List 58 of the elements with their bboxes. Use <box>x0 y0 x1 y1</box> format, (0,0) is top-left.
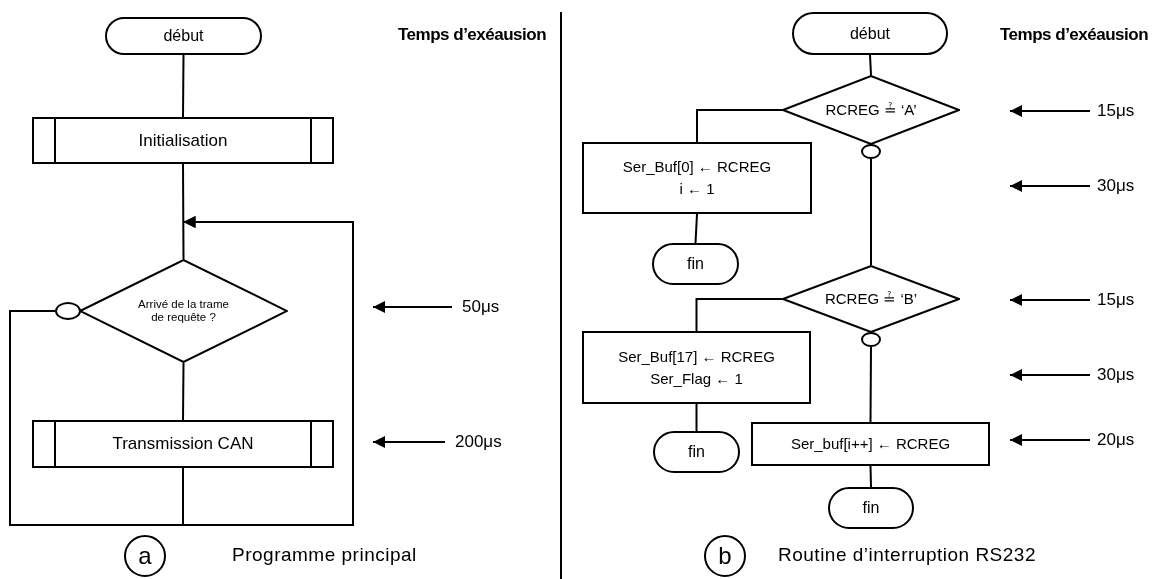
flow-line <box>695 298 783 332</box>
step-text: RCREG ≟ ‘B’ <box>824 290 918 308</box>
flow-line <box>869 465 872 488</box>
flow-line <box>182 54 185 118</box>
duration-label: 30μs <box>1097 176 1135 196</box>
flow-line <box>695 403 698 432</box>
panel-letter-circle <box>124 535 166 577</box>
panel-letter: b <box>718 542 732 570</box>
flow-line <box>870 158 872 266</box>
step-text: Initialisation <box>138 130 228 151</box>
process-box <box>582 142 812 214</box>
step-text: fin <box>687 255 704 273</box>
flow-line <box>869 54 872 76</box>
terminal-shape <box>828 487 914 529</box>
step-text: Arrivé de la trame de requête ? <box>137 297 230 325</box>
circle-shape <box>861 144 881 159</box>
decision-diamond <box>782 265 960 333</box>
panel-caption: Routine d’interruption RS232 <box>778 544 1036 566</box>
panel-letter-circle <box>704 535 746 577</box>
subprocess-box <box>32 420 334 468</box>
step-text: début <box>849 24 890 43</box>
step-text: RCREG ≟ ‘A’ <box>825 101 917 119</box>
duration-label: 30μs <box>1097 365 1135 385</box>
terminal-shape <box>792 12 948 55</box>
column-heading: Temps d’exéausion <box>398 25 546 45</box>
flow-arrow <box>182 216 354 526</box>
panel-letter: a <box>138 542 152 570</box>
decision-diamond <box>782 75 960 145</box>
flow-line <box>182 362 185 421</box>
flow-line <box>696 109 783 143</box>
flow-line <box>869 346 872 423</box>
circle-shape <box>861 332 881 347</box>
step-text: Ser_Flag ← 1 <box>650 368 743 389</box>
duration-label: 15μs <box>1097 101 1135 121</box>
duration-label: 15μs <box>1097 290 1135 310</box>
step-text: Ser_Buf[0] ← RCREG <box>622 157 772 178</box>
duration-label: 50μs <box>462 297 500 317</box>
flow-line <box>182 163 185 260</box>
terminal-shape <box>105 17 262 55</box>
column-heading: Temps d’exéausion <box>1000 25 1148 45</box>
terminal-shape <box>653 431 740 473</box>
step-text: Ser_Buf[17] ← RCREG <box>618 346 775 367</box>
decision-diamond <box>79 259 288 363</box>
circle-shape <box>55 302 81 320</box>
process-box <box>582 331 811 404</box>
terminal-shape <box>652 243 739 285</box>
duration-label: 20μs <box>1097 430 1135 450</box>
step-text: fin <box>688 443 705 461</box>
step-text: fin <box>862 499 880 517</box>
step-text: début <box>163 27 204 45</box>
flow-line <box>694 213 698 244</box>
step-text: Ser_buf[i++] ← RCREG <box>790 434 951 455</box>
step-text: i ← 1 <box>679 179 715 199</box>
process-box <box>751 422 990 466</box>
panel-caption: Programme principal <box>232 544 417 566</box>
subprocess-box <box>32 117 334 164</box>
duration-label: 200μs <box>455 432 502 452</box>
step-text: Transmission CAN <box>112 434 254 454</box>
